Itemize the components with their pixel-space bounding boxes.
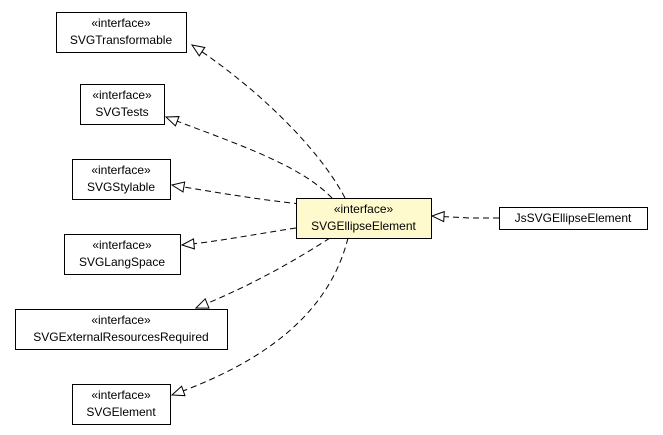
class-name-label: SVGEllipseElement — [311, 219, 416, 233]
class-name-label: JsSVGEllipseElement — [515, 211, 632, 225]
stereotype-label: «interface» — [92, 238, 152, 252]
class-box — [72, 159, 171, 200]
class-node-SVGEllipseElement[interactable]: «interface» SVGEllipseElement — [296, 198, 432, 239]
realization-arrowhead — [170, 385, 186, 397]
edge-line — [191, 44, 346, 199]
realization-arrowhead — [190, 44, 206, 57]
stereotype-label: «interface» — [334, 202, 394, 216]
stereotype-label: «interface» — [91, 163, 151, 177]
edge-line — [195, 237, 331, 309]
class-box — [72, 384, 171, 425]
class-name-label: SVGTransformable — [70, 33, 173, 47]
class-node-SVGLangSpace[interactable]: «interface» SVGLangSpace — [64, 234, 181, 275]
class-node-SVGTests[interactable]: «interface» SVGTests — [80, 84, 165, 125]
edge-line — [181, 227, 297, 246]
class-name-label: SVGTests — [95, 105, 148, 119]
edges-layer — [164, 44, 499, 397]
edge-line — [165, 116, 333, 199]
realization-edge-SVGEllipseElement-to-SVGExternalResourcesRequired — [194, 237, 331, 309]
realization-arrowhead — [164, 116, 180, 127]
class-node-SVGElement[interactable]: «interface» SVGElement — [72, 384, 171, 425]
stereotype-label: «interface» — [91, 313, 151, 327]
realization-edge-JsSVGEllipseElement-to-SVGEllipseElement — [430, 210, 499, 223]
realization-edge-SVGEllipseElement-to-SVGElement — [170, 237, 349, 397]
edge-line — [171, 237, 349, 396]
class-box — [64, 234, 181, 275]
realization-edge-SVGEllipseElement-to-SVGTests — [164, 116, 333, 199]
edge-line — [171, 184, 311, 206]
class-box — [296, 198, 432, 239]
realization-arrowhead — [194, 297, 210, 309]
nodes-layer: «interface» SVGTransformable «interface» SV… — [15, 12, 648, 425]
class-name-label: SVGExternalResourcesRequired — [33, 330, 208, 344]
class-box — [499, 207, 648, 230]
stereotype-label: «interface» — [91, 16, 151, 30]
class-name-label: SVGStylable — [87, 180, 155, 194]
realization-arrowhead — [180, 238, 195, 250]
realization-arrowhead — [430, 210, 445, 223]
class-box — [15, 309, 228, 350]
stereotype-label: «interface» — [92, 88, 152, 102]
class-box — [80, 84, 165, 125]
edge-line — [431, 215, 499, 219]
class-node-SVGStylable[interactable]: «interface» SVGStylable — [72, 159, 171, 200]
class-name-label: SVGLangSpace — [79, 255, 165, 269]
class-node-SVGTransformable[interactable]: «interface» SVGTransformable — [56, 12, 187, 53]
stereotype-label: «interface» — [91, 388, 151, 402]
realization-arrowhead — [170, 181, 186, 193]
class-node-JsSVGEllipseElement[interactable]: JsSVGEllipseElement — [499, 207, 648, 230]
realization-edge-SVGEllipseElement-to-SVGTransformable — [190, 44, 346, 199]
class-box — [56, 12, 187, 53]
class-node-SVGExternalResourcesRequired[interactable]: «interface» SVGExternalResourcesRequired — [15, 309, 228, 350]
class-name-label: SVGElement — [86, 405, 156, 419]
realization-edge-SVGEllipseElement-to-SVGStylable — [170, 181, 311, 206]
realization-edge-SVGEllipseElement-to-SVGLangSpace — [180, 227, 297, 250]
